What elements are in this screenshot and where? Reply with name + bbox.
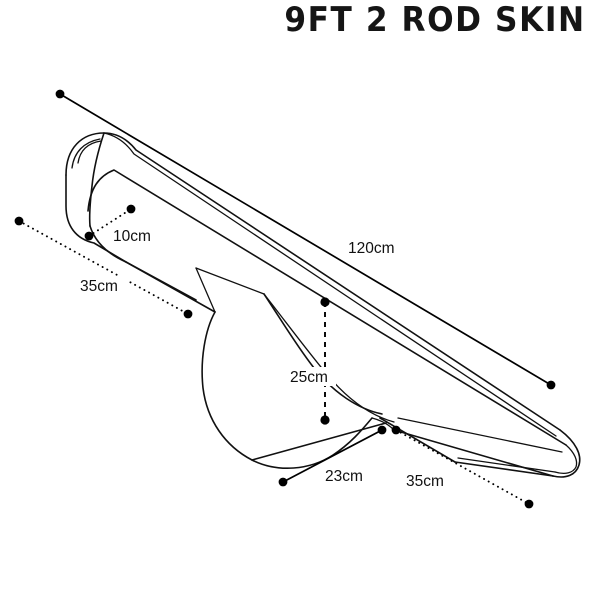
pocket-inner-curve (263, 293, 383, 415)
tip-end-hem (554, 444, 578, 474)
dimension-endpoint-dot (524, 499, 534, 509)
dimension-label-23cm: 23cm (325, 468, 363, 485)
dimension-endpoint-dot (546, 380, 556, 390)
pocket-inner-curve-2 (263, 293, 395, 423)
dimension-mouth-depth: 10cm (84, 204, 160, 245)
tip-end-outer (552, 429, 581, 478)
pocket-top-seam (195, 267, 265, 295)
butt-end-flap-line-1 (71, 138, 101, 169)
dimension-label-backdrop (344, 238, 402, 257)
dimension-label-backdrop (403, 471, 453, 490)
tube-mid-seam (87, 169, 567, 446)
dimension-line-35cm-left (18, 220, 189, 315)
dimension-endpoint-dot (55, 89, 65, 99)
butt-end-flap-line-2 (77, 140, 102, 164)
dimension-endpoint-dot (320, 297, 330, 307)
dimension-label-35cm-left: 35cm (80, 278, 118, 295)
dimension-endpoint-dot (14, 216, 24, 226)
rod-skin-body (65, 132, 567, 463)
dimension-girth-left: 35cm (14, 216, 193, 319)
dimension-endpoint-dot (320, 415, 330, 425)
page-title: 9FT 2 ROD SKIN (284, 0, 586, 41)
dimension-endpoint-dot (183, 309, 193, 319)
dimension-line-120cm (59, 93, 552, 386)
tube-lower-edge-right (379, 417, 456, 463)
dimension-girth-right: 35cm (391, 425, 534, 509)
tip-end-bottom-edge (454, 461, 554, 477)
tube-upper-fold (103, 132, 557, 437)
tube-seam-left (195, 267, 216, 313)
dimension-endpoint-dot (84, 231, 94, 241)
dimension-label-backdrop (322, 466, 372, 485)
tip-end-bottom-edge-2 (457, 457, 556, 473)
tube-lower-edge (125, 261, 216, 313)
pocket-mouth-line (251, 422, 387, 461)
dimension-length: 120cm (55, 89, 556, 390)
butt-end-cap-outer (65, 174, 127, 263)
dimension-label-25cm: 25cm (290, 369, 328, 386)
dimension-endpoint-dot (278, 477, 288, 487)
dimension-pocket-depth: 25cm (286, 297, 336, 425)
dimension-label-backdrop (110, 226, 160, 245)
dimension-endpoint-dot (391, 425, 401, 435)
title-bar: 9FT 2 ROD SKIN (0, 0, 600, 44)
dimension-label-10cm: 10cm (113, 228, 151, 245)
dimension-line-10cm (88, 208, 132, 237)
dimension-label-120cm: 120cm (348, 240, 395, 257)
tip-face-line (393, 429, 554, 477)
dimension-label-backdrop (286, 367, 336, 386)
centre-pocket-panel (195, 267, 395, 469)
pocket-outer-curve (201, 311, 373, 469)
dimension-pocket-width: 23cm (278, 425, 387, 487)
dimension-label-35cm-right: 35cm (406, 473, 444, 490)
dimension-label-backdrop (77, 276, 127, 295)
dimension-endpoint-dot (126, 204, 136, 214)
dimension-line-23cm (282, 429, 383, 483)
tip-upper-seam (397, 417, 563, 453)
dimension-line-35cm-right (395, 429, 530, 505)
butt-end-shoulder (88, 132, 105, 227)
dimension-endpoint-dot (377, 425, 387, 435)
tip-end (393, 417, 581, 478)
